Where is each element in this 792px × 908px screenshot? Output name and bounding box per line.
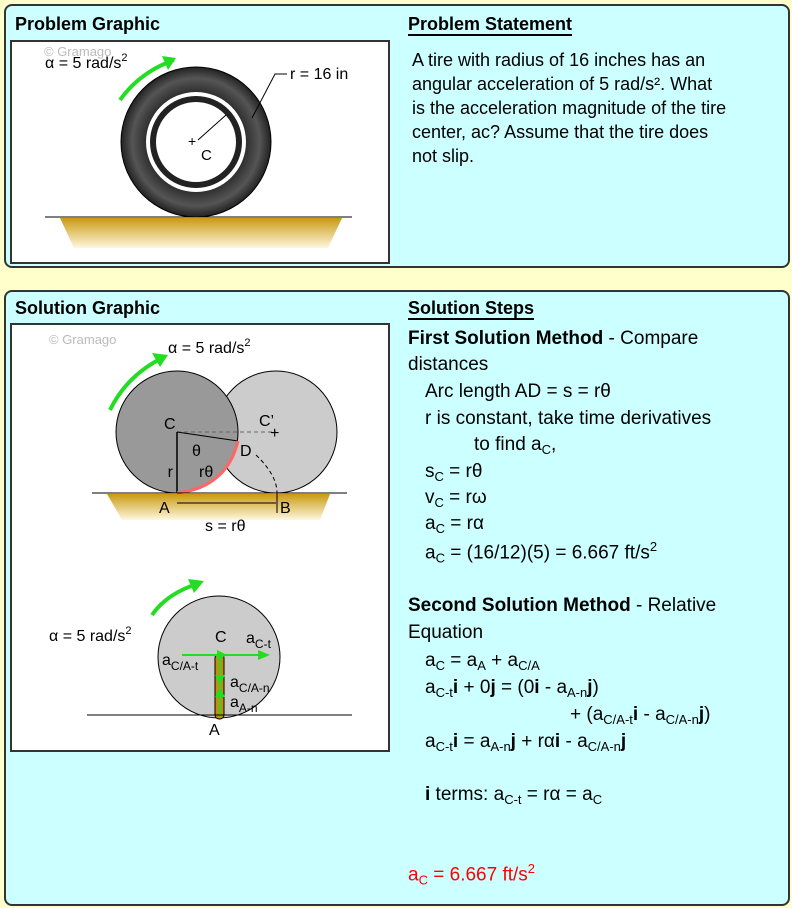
i-terms-eq: i terms: aC-t = rα = aC xyxy=(425,784,603,807)
svg-text:C: C xyxy=(164,416,176,433)
solution-graphic: © Gramago α = 5 rad/s2 + C C’ D θ r rθ A… xyxy=(10,323,390,752)
svg-text:B: B xyxy=(280,500,291,517)
problem-graphic: © Gramago α = 5 rad/s2 + C r = 16 in xyxy=(10,40,390,264)
statement-line: angular acceleration of 5 rad/s². What xyxy=(412,74,713,94)
problem-statement-title: Problem Statement xyxy=(408,14,573,36)
svg-text:D: D xyxy=(240,443,252,460)
rolling-diagram: © Gramago α = 5 rad/s2 + C C’ D θ r rθ A… xyxy=(49,332,352,739)
statement-line: is the acceleration magnitude of the tir… xyxy=(412,98,727,118)
statement-line: A tire with radius of 16 inches has an xyxy=(412,50,706,70)
arrow-head-icon xyxy=(162,56,176,70)
svg-text:θ: θ xyxy=(192,443,201,460)
final-answer: aC = 6.667 ft/s2 xyxy=(408,861,536,888)
svg-text:aC/A-n: aC/A-n xyxy=(230,674,270,695)
method1-title-rest: - Compare xyxy=(603,328,699,349)
arrow-head-icon xyxy=(152,353,168,367)
svg-text:s = rθ: s = rθ xyxy=(205,518,246,535)
derivative-step-2: to find aC, xyxy=(474,434,557,457)
watermark: © Gramago xyxy=(49,332,116,347)
svg-text:aC/A-t: aC/A-t xyxy=(162,652,199,673)
svg-text:+: + xyxy=(270,425,279,442)
svg-text:A: A xyxy=(159,500,170,517)
statement-line: not slip. xyxy=(412,146,475,166)
vector-eq-3: aC-ti = aA-nj + rαi - aC/A-nj xyxy=(425,731,627,754)
problem-statement: A tire with radius of 16 inches has an a… xyxy=(412,48,726,168)
velocity-eq: vC = rω xyxy=(425,487,487,510)
svg-text:r: r xyxy=(168,464,174,481)
derivative-step: r is constant, take time derivatives xyxy=(425,408,712,429)
position-eq: sC = rθ xyxy=(425,461,483,484)
arc-length-step: Arc length AD = s = rθ xyxy=(425,381,611,402)
problem-graphic-title: Problem Graphic xyxy=(15,14,161,34)
solution-steps-title: Solution Steps xyxy=(408,298,534,320)
vector-eq-1: aC-ti + 0j = (0i - aA-nj) xyxy=(425,677,599,700)
svg-text:rθ: rθ xyxy=(199,464,213,481)
radius-label: r = 16 in xyxy=(290,66,348,83)
accel-calc: aC = (16/12)(5) = 6.667 ft/s2 xyxy=(425,539,658,566)
method1-subtitle: distances xyxy=(408,354,489,375)
watermark: © Gramago xyxy=(44,44,111,59)
svg-text:C’: C’ xyxy=(259,413,274,430)
vector-eq-2: + (aC/A-ti - aC/A-nj) xyxy=(570,704,711,727)
accel-eq: aC = rα xyxy=(425,513,484,536)
svg-text:A: A xyxy=(209,722,220,739)
alpha-label-2: α = 5 rad/s2 xyxy=(49,625,132,645)
statement-line: center, aᴄ? Assume that the tire does xyxy=(412,122,709,142)
svg-text:aC-t: aC-t xyxy=(246,630,272,651)
svg-text:C: C xyxy=(215,629,227,646)
ground xyxy=(60,218,342,248)
alpha-label: α = 5 rad/s2 xyxy=(45,52,128,72)
method2-subtitle: Equation xyxy=(408,622,484,643)
tire-diagram: © Gramago α = 5 rad/s2 + C r = 16 in xyxy=(44,44,352,248)
relative-eq: aC = aA + aC/A xyxy=(425,650,540,673)
alpha-label: α = 5 rad/s2 xyxy=(168,337,251,357)
method2-title-rest: - Relative xyxy=(630,595,717,616)
solution-graphic-title: Solution Graphic xyxy=(15,298,161,318)
svg-text:+: + xyxy=(188,133,196,149)
svg-text:aA-n: aA-n xyxy=(230,694,258,715)
method1-title: First Solution Method xyxy=(408,328,604,349)
center-label: C xyxy=(201,147,212,164)
arc-length xyxy=(176,440,240,495)
method2-title: Second Solution Method xyxy=(408,595,631,616)
